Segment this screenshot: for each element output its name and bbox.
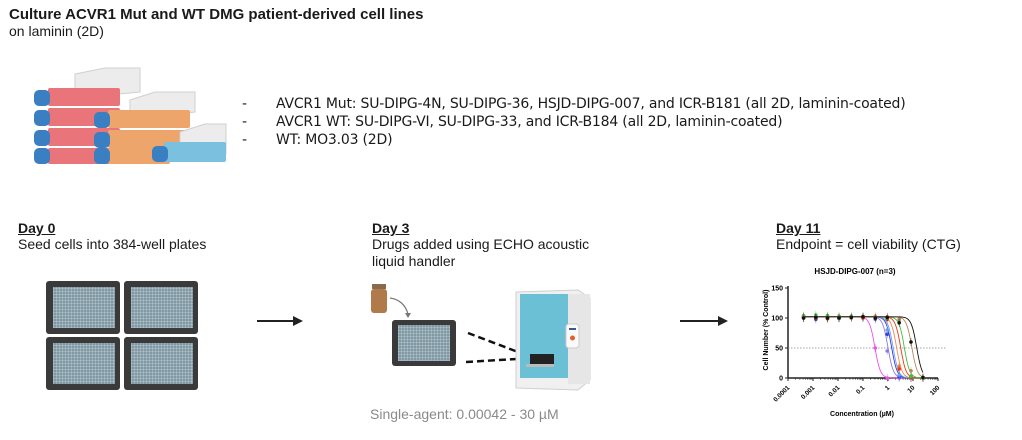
cell-line-text: WT: MO3.03 (2D) [276, 132, 393, 148]
cell-line-text: AVCR1 WT: SU-DIPG-VI, SU-DIPG-33, and IC… [276, 114, 783, 130]
x-tick-label: 0.1 [855, 384, 867, 396]
echo-instrument [515, 289, 591, 391]
well-plate [124, 337, 198, 390]
data-point [825, 316, 830, 320]
fit-curve [803, 316, 924, 373]
fit-curve [803, 316, 923, 379]
well-plate [46, 281, 120, 334]
data-point [873, 316, 878, 320]
arrow-right-icon [680, 316, 728, 326]
cell-line-item: - AVCR1 WT: SU-DIPG-VI, SU-DIPG-33, and I… [242, 113, 905, 131]
flask-wt2 [152, 123, 227, 162]
data-point [885, 328, 890, 332]
cell-line-item: - WT: MO3.03 (2D) [242, 131, 905, 149]
data-point [814, 315, 818, 320]
step-day-11: Day 11 Endpoint = cell viability (CTG) [776, 220, 961, 253]
well-plate [392, 320, 456, 366]
y-tick-label: 100 [771, 316, 783, 323]
data-point [897, 367, 901, 371]
concentration-range-note: Single-agent: 0.00042 - 30 µM [370, 406, 559, 422]
data-point [897, 373, 901, 377]
data-point [909, 340, 913, 344]
series-black [801, 312, 925, 382]
x-tick-label: 0.0001 [772, 384, 791, 403]
x-tick-label: 100 [929, 384, 942, 397]
well-plate [46, 337, 120, 390]
x-tick-label: 0.001 [800, 384, 817, 401]
x-tick-label: 10 [906, 384, 916, 394]
data-point [885, 349, 890, 353]
step-day-3: Day 3 Drugs added using ECHO acoustic li… [372, 220, 589, 270]
cell-line-item: - AVCR1 Mut: SU-DIPG-4N, SU-DIPG-36, HSJD… [242, 95, 906, 113]
data-point [909, 369, 913, 373]
x-tick-label: 1 [884, 384, 892, 392]
bullet-dash: - [242, 96, 247, 112]
step-day-label: Day 3 [372, 220, 410, 236]
data-point [837, 316, 841, 320]
chart-series [801, 311, 925, 382]
y-tick-label: 150 [771, 286, 783, 293]
drug-vial-icon [371, 284, 387, 313]
data-point [849, 315, 854, 320]
dose-response-chart: HSJD-DIPG-007 (n=3) Cell Number (% Contr… [763, 267, 946, 418]
x-tick-label: 0.01 [828, 384, 842, 398]
step-description-line: Drugs added using ECHO acoustic [372, 236, 590, 252]
well-plates-icon [46, 281, 198, 390]
x-axis-label: Concentration (µM) [830, 411, 894, 418]
data-point [861, 315, 865, 319]
culture-flasks-icon [34, 67, 227, 164]
data-point [897, 321, 901, 325]
data-point [885, 332, 890, 336]
data-point [801, 316, 806, 320]
step-description: Seed cells into 384-well plates [18, 236, 207, 252]
step-day-label: Day 11 [776, 220, 821, 236]
y-axis-label: Cell Number (% Control) [763, 290, 770, 371]
data-point [909, 374, 913, 378]
bullet-dash: - [242, 114, 247, 130]
cell-line-list: - AVCR1 Mut: SU-DIPG-4N, SU-DIPG-36, HSJD… [242, 95, 906, 149]
step-day-label: Day 0 [18, 220, 56, 236]
well-plate [124, 281, 198, 334]
y-tick-label: 0 [779, 376, 783, 383]
y-tick-label: 50 [775, 346, 783, 353]
data-point [921, 375, 925, 380]
data-point [873, 346, 878, 350]
echo-liquid-handler-icon [371, 284, 591, 391]
page-subtitle: on laminin (2D) [9, 23, 104, 39]
data-point [885, 315, 890, 320]
curved-arrow-icon [389, 297, 409, 315]
page-title: Culture ACVR1 Mut and WT DMG patient-der… [9, 6, 424, 23]
chart-axes: 0 50 100 150 0.0001 0.001 0.01 0.1 1 10 100 [771, 286, 946, 403]
step-day-0: Day 0 Seed cells into 384-well plates [18, 220, 206, 253]
data-point [885, 376, 890, 380]
step-description-line: liquid handler [372, 253, 456, 269]
step-description: Endpoint = cell viability (CTG) [776, 236, 961, 252]
chart-title: HSJD-DIPG-007 (n=3) [814, 267, 895, 276]
cell-line-text: AVCR1 Mut: SU-DIPG-4N, SU-DIPG-36, HSJD-… [276, 96, 906, 112]
arrow-right-icon [257, 316, 303, 326]
bullet-dash: - [242, 132, 247, 148]
